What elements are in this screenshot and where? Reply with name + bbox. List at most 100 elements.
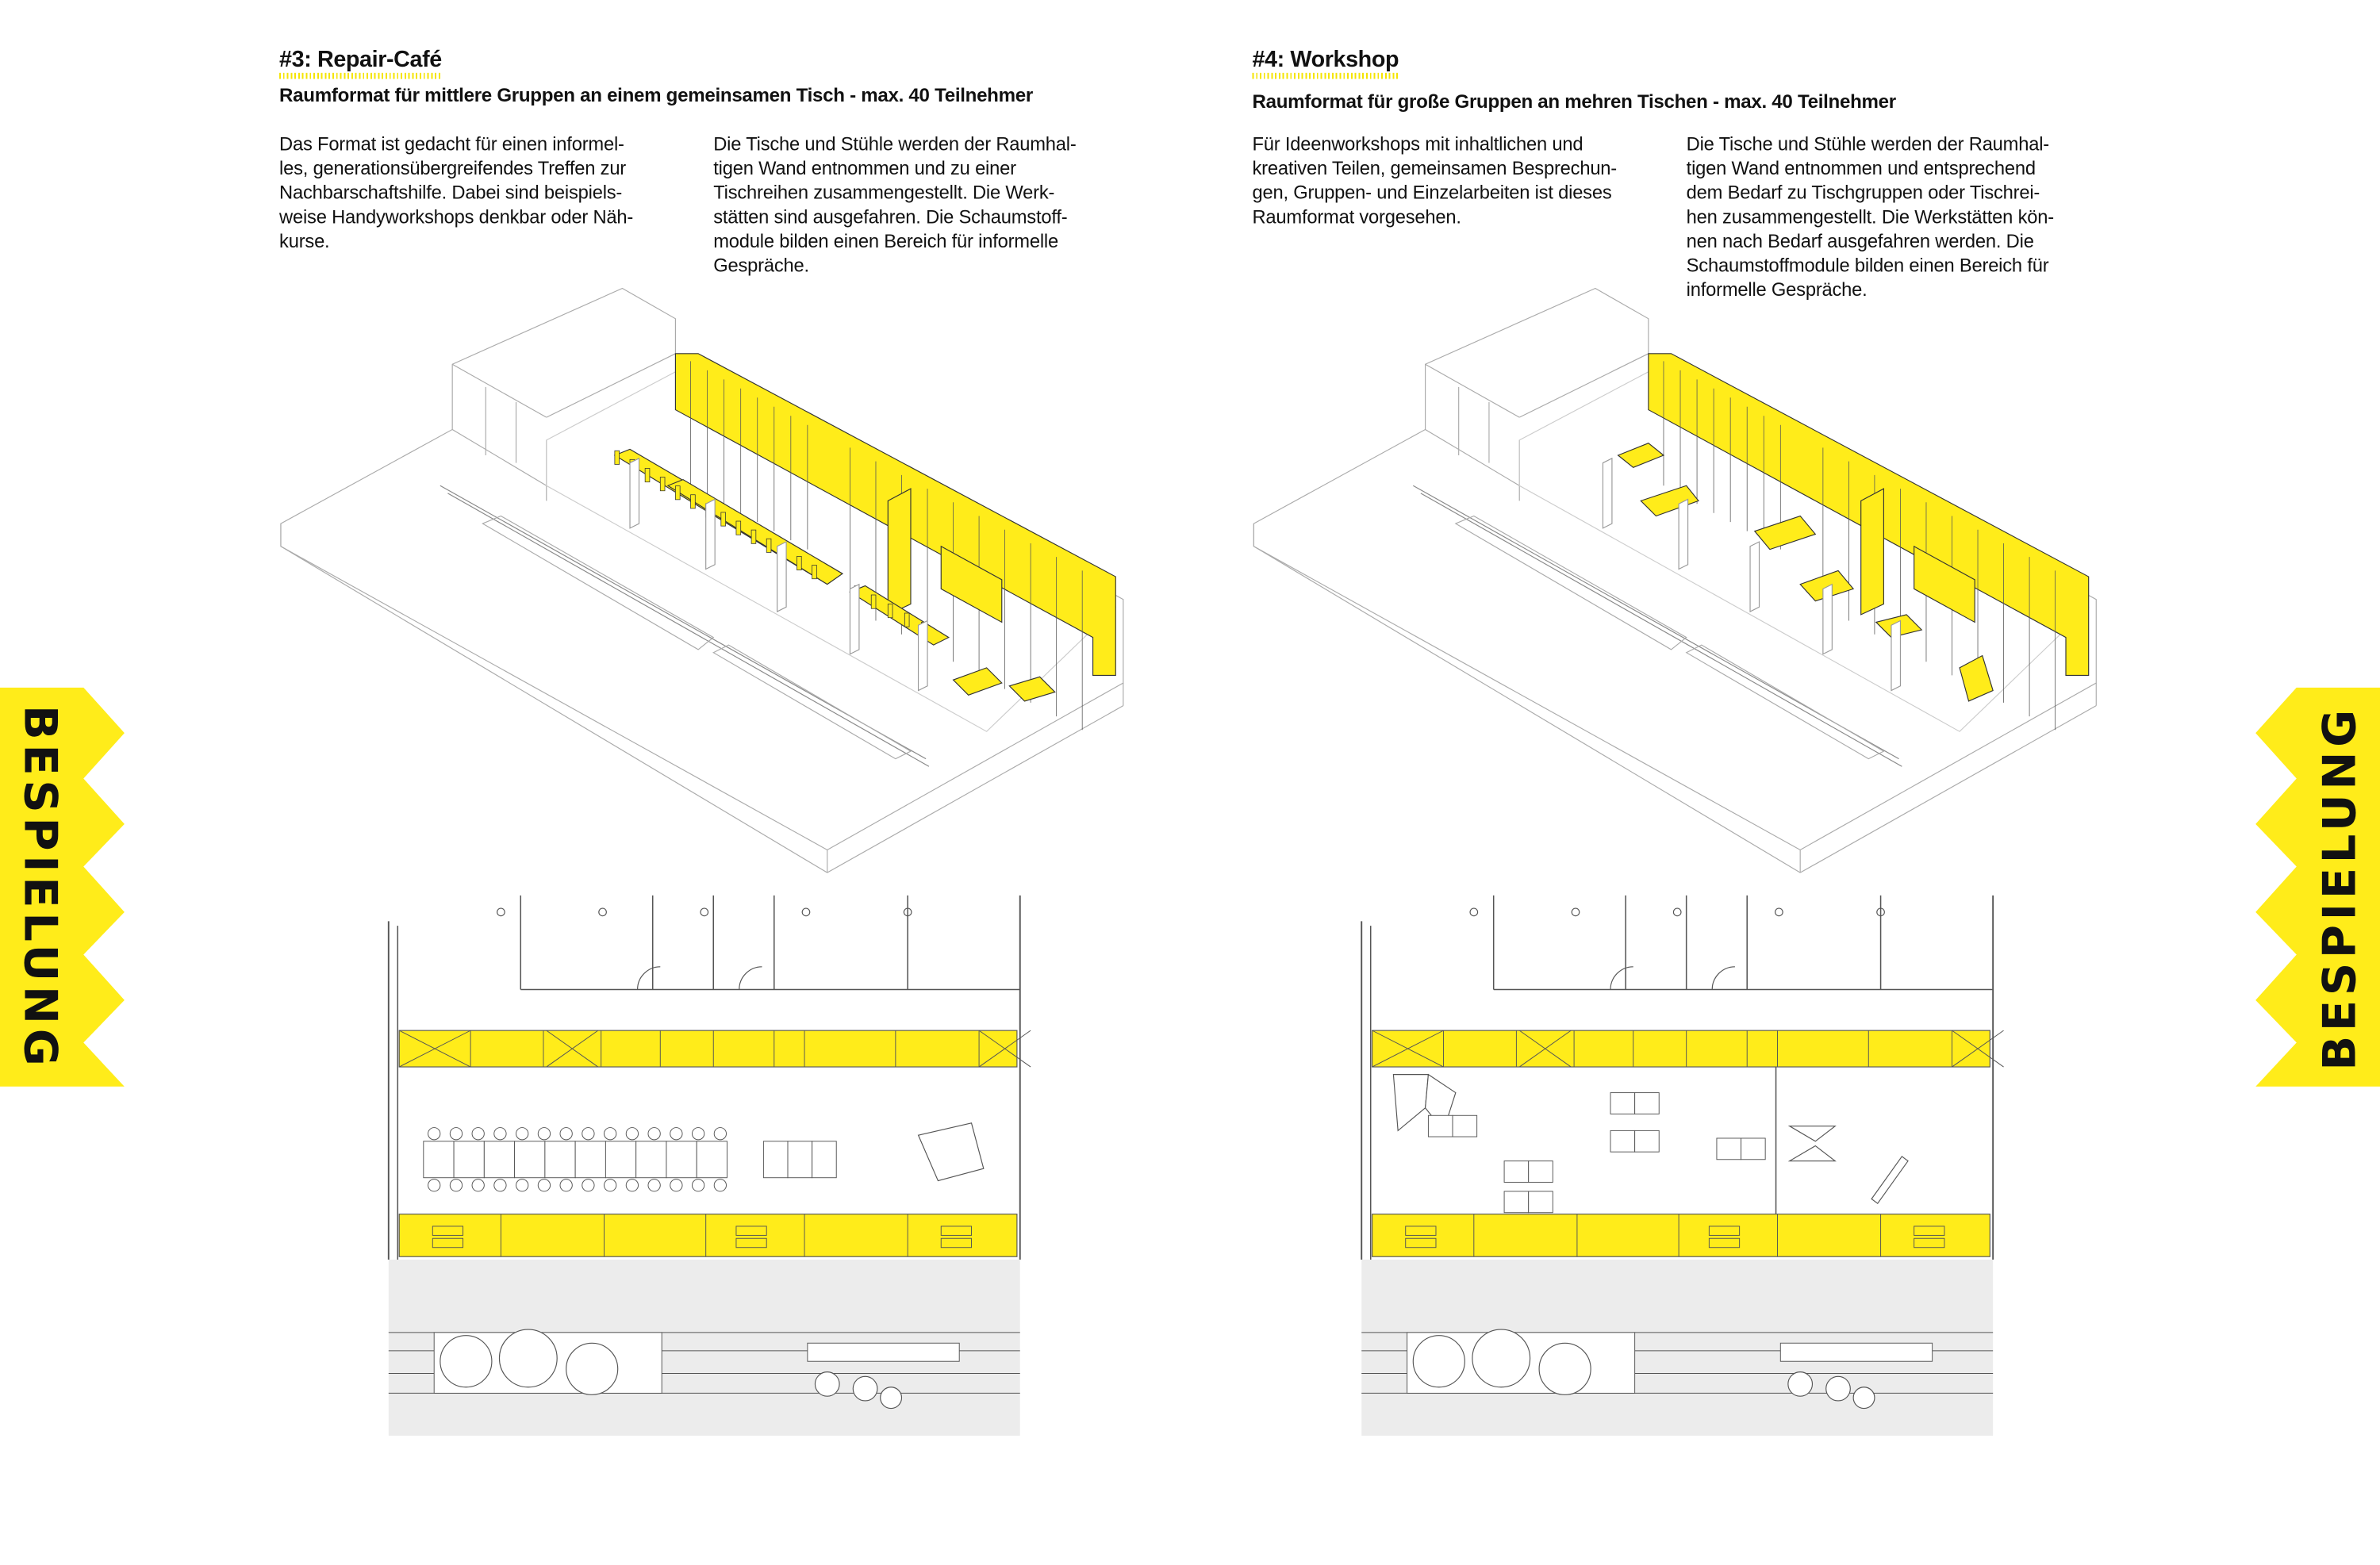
text-line: tigen Wand entnommen und zu einer bbox=[713, 157, 1016, 179]
tree bbox=[1412, 1335, 1465, 1388]
zigzag-banner bbox=[0, 687, 125, 1087]
table bbox=[1427, 1114, 1453, 1137]
text-line: Schaumstoffmodule bilden einen Bereich f… bbox=[1686, 255, 2049, 277]
line bbox=[447, 493, 930, 767]
storage-band-bottom bbox=[1372, 1214, 1990, 1257]
line bbox=[1420, 493, 1902, 767]
tree bbox=[1472, 1329, 1531, 1388]
description-col2: Die Tische und Stühle werden der Raumhal… bbox=[713, 132, 1077, 278]
foam-module bbox=[917, 1122, 985, 1182]
chair bbox=[670, 1179, 683, 1192]
line bbox=[546, 1030, 599, 1068]
line bbox=[1952, 1030, 2004, 1068]
drawer bbox=[940, 1237, 972, 1249]
chair bbox=[614, 450, 620, 465]
workshop-module bbox=[1860, 488, 1884, 616]
chair bbox=[720, 512, 726, 527]
table bbox=[1452, 1114, 1478, 1137]
door-swing bbox=[637, 966, 762, 990]
chair bbox=[625, 1179, 639, 1192]
chair bbox=[670, 1127, 683, 1141]
column bbox=[629, 457, 640, 529]
line bbox=[1799, 705, 2097, 873]
workshop-module bbox=[887, 488, 912, 616]
storage-band-top bbox=[1372, 1030, 1990, 1068]
room-floor bbox=[1518, 371, 2090, 732]
chair bbox=[647, 1179, 661, 1192]
door-swing bbox=[1610, 966, 1735, 990]
line bbox=[1425, 428, 1520, 486]
tree bbox=[1852, 1387, 1875, 1410]
side-tab-label: BESPIELUNG bbox=[13, 704, 67, 1070]
section-subtitle: Raumformat für große Gruppen an mehren T… bbox=[1252, 90, 1896, 113]
line bbox=[1372, 1030, 1444, 1068]
chair bbox=[516, 1127, 529, 1141]
description-col1: Das Format ist gedacht für einen informe… bbox=[279, 132, 633, 253]
text-line: nen nach Bedarf ausgefahren werden. Die bbox=[1686, 230, 2034, 252]
floor-plan bbox=[1361, 895, 2004, 1436]
table bbox=[1503, 1191, 1530, 1214]
chair bbox=[713, 1127, 727, 1141]
text-line: Raumformat vorgesehen. bbox=[1252, 206, 1461, 228]
chair bbox=[691, 1127, 705, 1141]
line bbox=[1425, 363, 1520, 418]
text-line: weise Handyworkshops denkbar oder Näh- bbox=[279, 206, 634, 228]
chair bbox=[750, 529, 757, 544]
table bbox=[1610, 1130, 1636, 1153]
light-fixture bbox=[1775, 907, 1783, 917]
tree bbox=[880, 1387, 903, 1410]
table-group bbox=[1617, 443, 1665, 468]
tree bbox=[440, 1335, 493, 1388]
drawer bbox=[1708, 1226, 1741, 1236]
side-tab-left: BESPIELUNG bbox=[0, 687, 125, 1087]
text-line: Nachbarschaftshilfe. Dabei sind beispiel… bbox=[279, 182, 623, 204]
column bbox=[917, 619, 928, 692]
tree bbox=[1787, 1371, 1814, 1397]
chair bbox=[449, 1179, 463, 1192]
text-line: Tischreihen zusammengestellt. Die Werk- bbox=[713, 182, 1055, 204]
chair bbox=[493, 1179, 507, 1192]
workshop-module bbox=[1914, 545, 1975, 623]
section-subtitle: Raumformat für mittlere Gruppen an einem… bbox=[279, 85, 1033, 106]
chair bbox=[493, 1127, 507, 1141]
chair bbox=[713, 1179, 727, 1192]
drawer bbox=[432, 1237, 464, 1249]
tree bbox=[852, 1375, 878, 1402]
light-fixture bbox=[1672, 907, 1682, 917]
table bbox=[574, 1141, 606, 1179]
title-text: #3: Repair-Café bbox=[279, 47, 442, 73]
table bbox=[544, 1141, 576, 1179]
ramp bbox=[1685, 644, 1885, 760]
line bbox=[398, 1030, 471, 1068]
chair bbox=[691, 1179, 705, 1192]
text-line: hen zusammengestellt. Die Werkstätten kö… bbox=[1686, 206, 2054, 228]
text-line: tigen Wand entnommen und entsprechend bbox=[1686, 157, 2036, 179]
drawer bbox=[1708, 1237, 1741, 1249]
description-col2: Die Tische und Stühle werden der Raumhal… bbox=[1687, 132, 2054, 301]
section-title-workshop: #4: Workshop bbox=[1252, 47, 1399, 79]
table-group bbox=[1799, 570, 1855, 602]
table-group bbox=[1640, 485, 1699, 517]
line bbox=[546, 353, 676, 418]
chair bbox=[582, 1179, 595, 1192]
line bbox=[1253, 546, 1801, 873]
line bbox=[451, 363, 547, 418]
room-floor bbox=[546, 371, 1117, 732]
table bbox=[787, 1141, 813, 1179]
column bbox=[705, 498, 716, 570]
foam-module bbox=[1008, 676, 1056, 702]
table bbox=[1528, 1160, 1553, 1183]
column bbox=[1678, 498, 1689, 570]
chair bbox=[604, 1127, 617, 1141]
column bbox=[1602, 457, 1613, 529]
chair bbox=[797, 556, 802, 571]
line bbox=[827, 705, 1124, 873]
tree bbox=[814, 1371, 840, 1397]
tree bbox=[1538, 1342, 1591, 1395]
chair bbox=[428, 1179, 441, 1192]
chair bbox=[537, 1179, 551, 1192]
chair bbox=[812, 565, 817, 580]
table bbox=[1634, 1130, 1660, 1153]
section-title-repair-cafe: #3: Repair-Café bbox=[279, 47, 442, 79]
